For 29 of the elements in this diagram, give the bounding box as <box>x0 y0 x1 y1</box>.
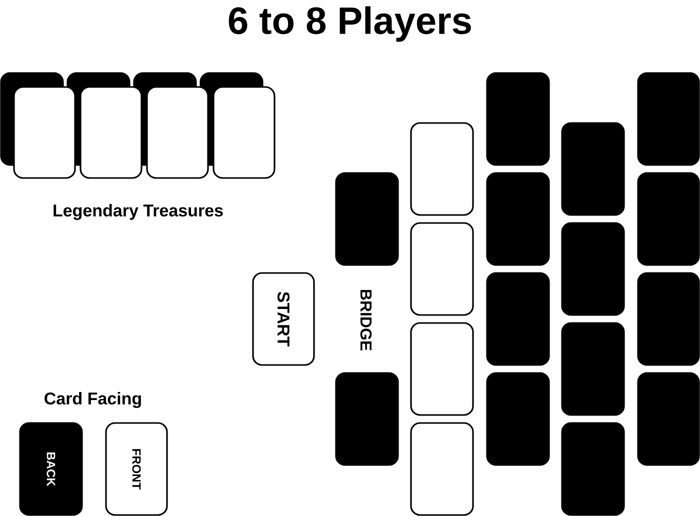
card <box>561 222 625 316</box>
card <box>637 272 700 366</box>
card <box>146 86 209 179</box>
card <box>637 72 700 166</box>
card <box>80 86 142 179</box>
card <box>410 122 474 216</box>
card <box>637 372 700 466</box>
card: BACK <box>19 422 83 516</box>
card: START <box>252 272 315 366</box>
label: BRIDGE <box>360 290 372 350</box>
card <box>561 122 625 216</box>
card <box>486 172 550 266</box>
card <box>212 86 276 179</box>
caption: Legendary Treasures <box>54 204 223 220</box>
card <box>335 172 399 266</box>
card <box>561 422 625 516</box>
card <box>486 372 550 466</box>
card <box>410 322 474 416</box>
heading: Card Facing <box>44 392 141 408</box>
card <box>486 272 550 366</box>
card <box>637 172 700 266</box>
card <box>486 72 550 166</box>
card <box>13 86 76 179</box>
card <box>410 422 474 516</box>
card: FRONT <box>105 422 168 516</box>
title: 6 to 8 Players <box>228 6 471 42</box>
card <box>410 222 474 316</box>
card <box>561 322 625 416</box>
card <box>335 372 399 466</box>
